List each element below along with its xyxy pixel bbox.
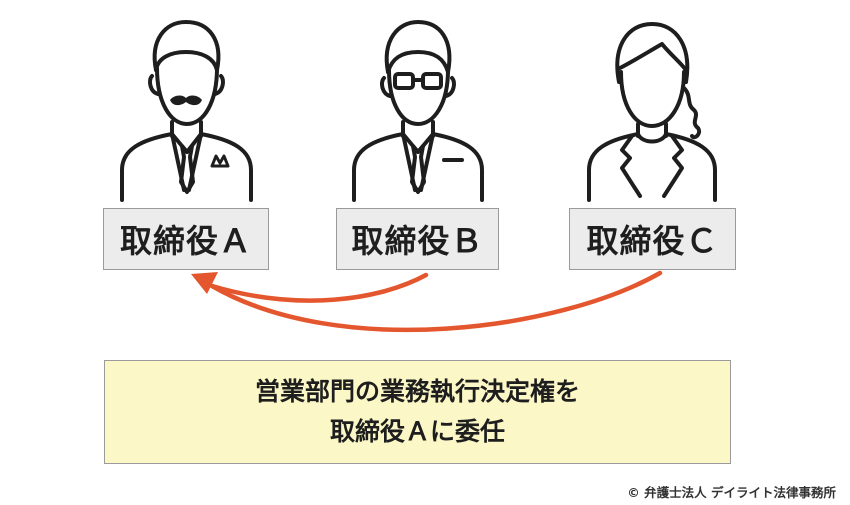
director-c-label: 取締役Ｃ [569, 208, 736, 270]
delegation-arrow-from-b [209, 272, 429, 303]
man-with-mustache-icon [120, 20, 253, 202]
mustache-icon [170, 95, 202, 106]
woman-icon [587, 22, 717, 202]
copyright-text: © 弁護士法人 デイライト法律事務所 [627, 485, 836, 500]
delegation-arrow-from-c [209, 270, 663, 333]
director-a-label: 取締役Ａ [103, 208, 269, 270]
man-with-glasses-icon [352, 20, 484, 202]
delegation-note-line1: 営業部門の業務執行決定権を [254, 377, 580, 406]
director-b-label: 取締役Ｂ [336, 208, 499, 270]
delegation-note-line2: 取締役Ａに委任 [329, 417, 505, 446]
delegation-note: 営業部門の業務執行決定権を 取締役Ａに委任 [104, 360, 731, 464]
arrowhead-icon [191, 272, 218, 294]
